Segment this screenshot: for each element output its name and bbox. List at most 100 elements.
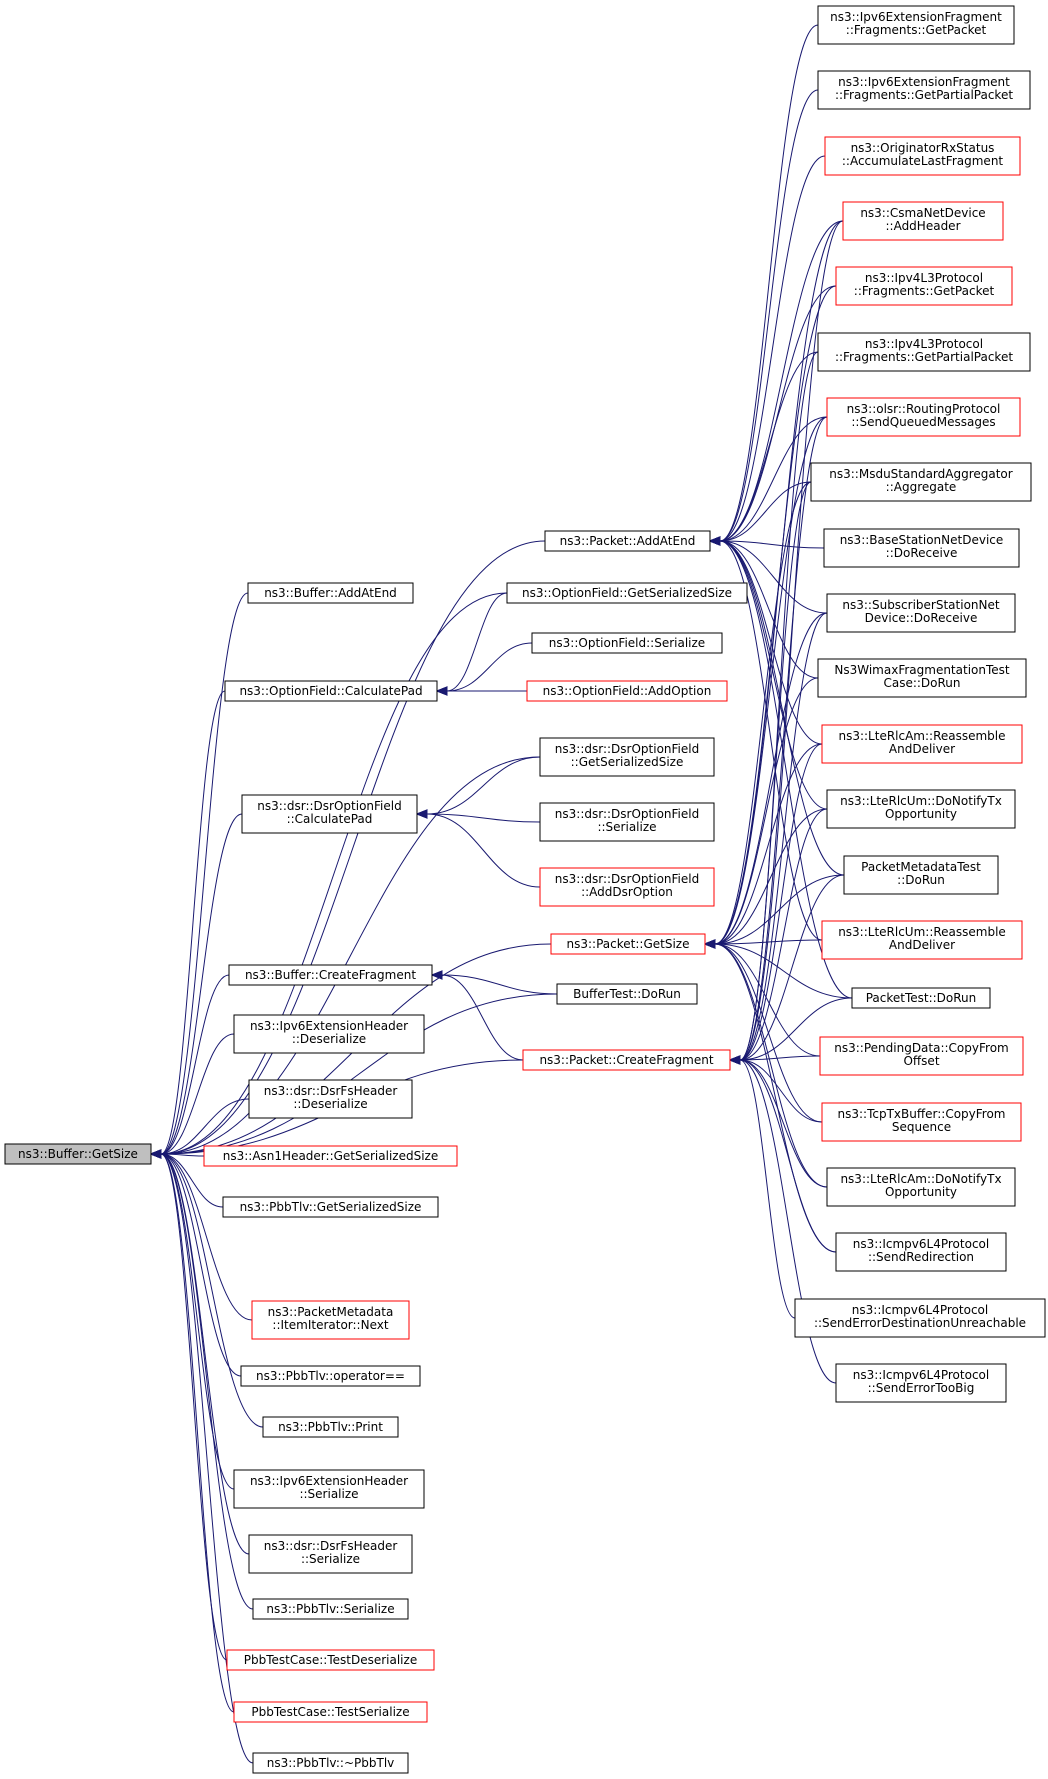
node-pbbtlv_ser[interactable]: ns3::PbbTlv::Serialize xyxy=(252,1598,409,1620)
node-olsr_sendqueued[interactable]: ns3::olsr::RoutingProtocol::SendQueuedMe… xyxy=(826,397,1021,437)
node-buf_addatend[interactable]: ns3::Buffer::AddAtEnd xyxy=(247,582,414,604)
node-pkt_addatend[interactable]: ns3::Packet::AddAtEnd xyxy=(544,530,711,552)
edge-line xyxy=(160,1153,224,1208)
edge-line xyxy=(446,642,533,692)
node-label: ns3::Ipv6ExtensionHeader xyxy=(250,1019,408,1033)
node-box xyxy=(531,632,723,654)
edge-line xyxy=(719,540,823,941)
node-icmp_toobig[interactable]: ns3::Icmpv6L4Protocol::SendErrorTooBig xyxy=(835,1363,1007,1403)
node-label: ns3::OptionField::Serialize xyxy=(549,636,705,650)
node-label: PacketMetadataTest xyxy=(861,860,981,874)
edge-layer xyxy=(149,24,853,1764)
node-box xyxy=(835,266,1013,306)
node-label: PbbTestCase::TestDeserialize xyxy=(244,1653,417,1667)
node-pkt_getsize[interactable]: ns3::Packet::GetSize xyxy=(550,933,706,955)
node-label: ns3::Icmpv6L4Protocol xyxy=(853,1368,989,1382)
node-opt_getser[interactable]: ns3::OptionField::GetSerializedSize xyxy=(506,582,748,604)
node-box xyxy=(539,867,715,907)
node-ipv6exthdr_deser[interactable]: ns3::Ipv6ExtensionHeader::Deserialize xyxy=(233,1014,425,1054)
node-msdu_aggregate[interactable]: ns3::MsduStandardAggregator::Aggregate xyxy=(810,462,1032,502)
node-box xyxy=(526,680,728,702)
node-asn1[interactable]: ns3::Asn1Header::GetSerializedSize xyxy=(203,1145,458,1167)
edge-opt_serialize-to-opt_calcpad xyxy=(435,642,533,696)
edge-rlcum_notify-to-pkt_addatend xyxy=(708,536,828,810)
node-dsr_calcpad[interactable]: ns3::dsr::DsrOptionField::CalculatePad xyxy=(241,794,418,834)
node-originator[interactable]: ns3::OriginatorRxStatus::AccumulateLastF… xyxy=(824,136,1021,176)
edge-tcptx_copy-to-pkt_createfrag xyxy=(728,1055,823,1123)
edge-line xyxy=(739,612,828,1061)
node-icmp_unreach[interactable]: ns3::Icmpv6L4Protocol::SendErrorDestinat… xyxy=(794,1298,1046,1338)
node-label: Offset xyxy=(903,1054,939,1068)
node-getsize_root[interactable]: ns3::Buffer::GetSize xyxy=(4,1143,152,1165)
edge-pbbtc_deser-to-getsize_root xyxy=(149,1149,228,1661)
node-dsrfs_ser[interactable]: ns3::dsr::DsrFsHeader::Serialize xyxy=(248,1534,413,1574)
arrowhead xyxy=(708,536,721,546)
node-pbbtc_deser[interactable]: PbbTestCase::TestDeserialize xyxy=(226,1649,435,1671)
node-label: ns3::dsr::DsrOptionField xyxy=(555,742,699,756)
node-box xyxy=(233,1014,425,1054)
node-packettest[interactable]: PacketTest::DoRun xyxy=(851,987,991,1009)
node-opt_addoption[interactable]: ns3::OptionField::AddOption xyxy=(526,680,728,702)
node-dsr_adddsr[interactable]: ns3::dsr::DsrOptionField::AddDsrOption xyxy=(539,867,715,907)
edge-line xyxy=(160,1098,250,1155)
node-dsr_ser[interactable]: ns3::dsr::DsrOptionField::Serialize xyxy=(539,802,715,842)
node-pbbtlv_print[interactable]: ns3::PbbTlv::Print xyxy=(262,1416,399,1438)
edge-line xyxy=(426,756,541,815)
edge-pbbtlv_ser-to-getsize_root xyxy=(149,1149,254,1610)
node-bs_doreceive[interactable]: ns3::BaseStationNetDevice::DoReceive xyxy=(823,528,1020,568)
node-opt_calcpad[interactable]: ns3::OptionField::CalculatePad xyxy=(224,680,438,702)
node-label: ns3::PacketMetadata xyxy=(268,1305,394,1319)
node-box xyxy=(556,983,698,1005)
node-pbbtlv_getser[interactable]: ns3::PbbTlv::GetSerializedSize xyxy=(222,1196,439,1218)
node-csma_addheader[interactable]: ns3::CsmaNetDevice::AddHeader xyxy=(842,201,1004,241)
node-icmp_redirect[interactable]: ns3::Icmpv6L4Protocol::SendRedirection xyxy=(835,1232,1007,1272)
node-label: ns3::Asn1Header::GetSerializedSize xyxy=(223,1149,438,1163)
node-label: ns3::Buffer::GetSize xyxy=(18,1147,138,1161)
node-label: ns3::olsr::RoutingProtocol xyxy=(847,402,1001,416)
edge-pbbtlv_dtor-to-getsize_root xyxy=(149,1149,254,1764)
node-box xyxy=(810,462,1032,502)
node-buf_createfrag[interactable]: ns3::Buffer::CreateFragment xyxy=(228,964,433,986)
node-label: ::CalculatePad xyxy=(287,812,373,826)
node-label: PacketTest::DoRun xyxy=(866,991,977,1005)
node-dsrfs_deser[interactable]: ns3::dsr::DsrFsHeader::Deserialize xyxy=(248,1079,413,1119)
edge-line xyxy=(714,943,853,999)
node-ipv4frag_getpacket[interactable]: ns3::Ipv4L3Protocol::Fragments::GetPacke… xyxy=(835,266,1013,306)
node-label: ns3::LteRlcUm::DoNotifyTx xyxy=(840,794,1002,808)
node-pktmeta_next[interactable]: ns3::PacketMetadata::ItemIterator::Next xyxy=(251,1300,410,1340)
node-pkt_createfrag[interactable]: ns3::Packet::CreateFragment xyxy=(522,1049,731,1071)
node-box xyxy=(224,680,438,702)
edge-line xyxy=(160,1033,235,1155)
node-opt_serialize[interactable]: ns3::OptionField::Serialize xyxy=(531,632,723,654)
edge-line xyxy=(714,285,837,945)
node-buffertest[interactable]: BufferTest::DoRun xyxy=(556,983,698,1005)
node-box xyxy=(826,397,1021,437)
node-pbbtlv_eq[interactable]: ns3::PbbTlv::operator== xyxy=(240,1365,421,1387)
node-ipv6exthdr_ser[interactable]: ns3::Ipv6ExtensionHeader::Serialize xyxy=(233,1469,425,1509)
node-ipv6frag_getpartial[interactable]: ns3::Ipv6ExtensionFragment::Fragments::G… xyxy=(817,70,1031,110)
edge-line xyxy=(739,1055,821,1061)
node-dsr_getser[interactable]: ns3::dsr::DsrOptionField::GetSerializedS… xyxy=(539,737,715,777)
node-label: ns3::dsr::DsrOptionField xyxy=(555,807,699,821)
node-box xyxy=(817,332,1031,372)
node-pktmeta_test[interactable]: PacketMetadataTest::DoRun xyxy=(843,855,999,895)
node-pbbtlv_dtor[interactable]: ns3::PbbTlv::~PbbTlv xyxy=(252,1752,409,1774)
node-pbbtc_ser[interactable]: PbbTestCase::TestSerialize xyxy=(233,1701,428,1723)
edge-line xyxy=(739,1059,828,1188)
edge-line xyxy=(719,155,826,542)
edge-icmp_redirect-to-pkt_createfrag xyxy=(728,1055,837,1253)
node-ipv6frag_getpacket[interactable]: ns3::Ipv6ExtensionFragment::Fragments::G… xyxy=(817,5,1015,45)
node-ss_doreceive[interactable]: ns3::SubscriberStationNetDevice::DoRecei… xyxy=(826,593,1016,633)
node-box xyxy=(228,964,433,986)
edge-line xyxy=(739,351,819,1061)
node-box xyxy=(842,201,1004,241)
node-ipv4frag_getpartial[interactable]: ns3::Ipv4L3Protocol::Fragments::GetParti… xyxy=(817,332,1031,372)
node-label: ns3::Ipv4L3Protocol xyxy=(865,337,983,351)
